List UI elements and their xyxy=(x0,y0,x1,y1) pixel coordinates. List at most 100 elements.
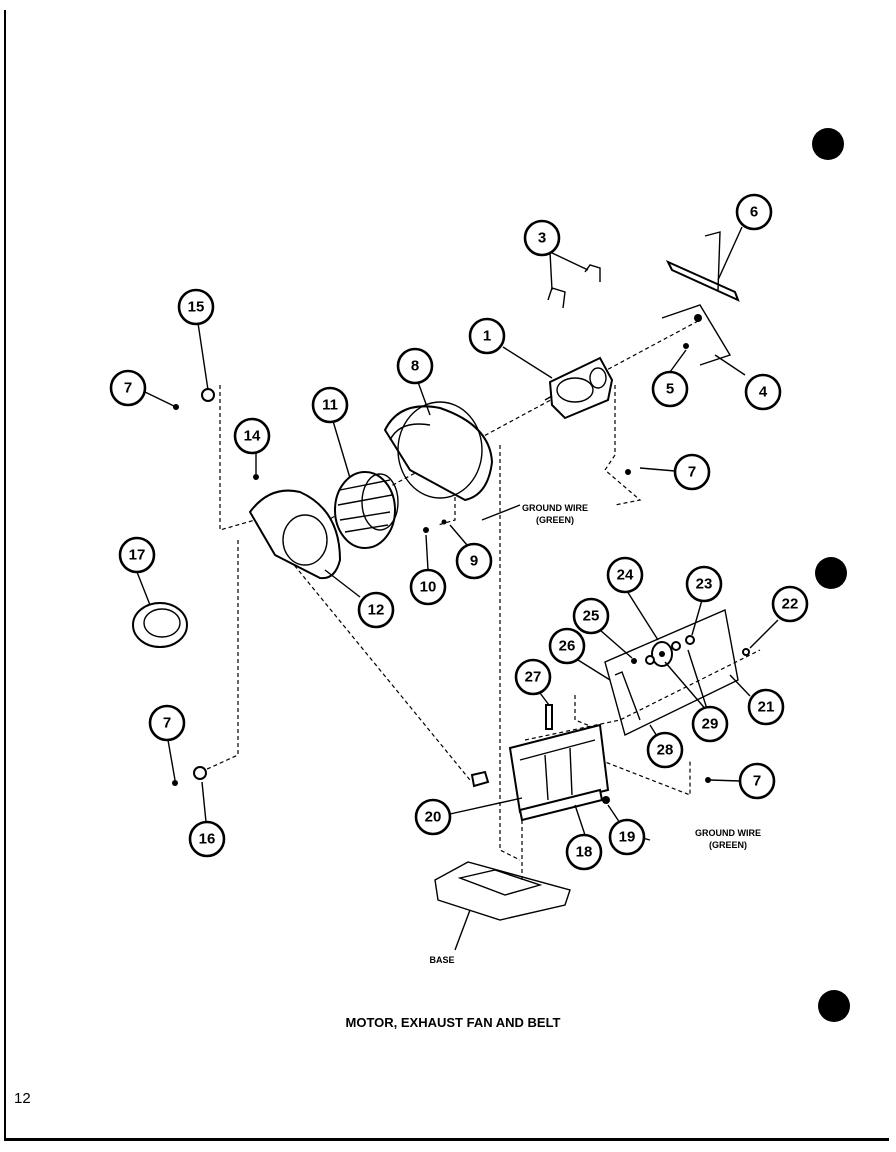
callout-16-label: 16 xyxy=(199,831,216,848)
callout-26: 26 xyxy=(548,627,586,665)
callout-15-label: 15 xyxy=(188,299,205,316)
callout-14-label: 14 xyxy=(244,428,261,445)
clip-left xyxy=(547,287,566,309)
binder-hole-bottom xyxy=(818,990,850,1022)
callout-5-label: 5 xyxy=(666,381,674,398)
callout-7-c-label: 7 xyxy=(163,715,171,732)
callout-21: 21 xyxy=(747,688,785,726)
callout-19-label: 19 xyxy=(619,829,636,846)
motor-bracket xyxy=(508,723,610,822)
fan-cover xyxy=(248,489,342,580)
tab-16 xyxy=(193,766,207,780)
callout-23-label: 23 xyxy=(696,576,713,593)
callout-17: 17 xyxy=(118,536,156,574)
callout-21-label: 21 xyxy=(758,699,775,716)
callout-20: 20 xyxy=(414,798,452,836)
leader-lines xyxy=(136,226,779,951)
bottom-edge xyxy=(4,1138,889,1141)
callout-11: 11 xyxy=(311,386,349,424)
seal-ring xyxy=(132,602,188,648)
callout-5: 5 xyxy=(651,370,689,408)
callout-6: 6 xyxy=(735,193,773,231)
callout-12: 12 xyxy=(357,591,395,629)
callout-29: 29 xyxy=(691,705,729,743)
base-label: BASE xyxy=(429,955,454,965)
callout-18: 18 xyxy=(565,833,603,871)
callout-6-label: 6 xyxy=(750,204,758,221)
motor xyxy=(544,356,614,420)
callout-14: 14 xyxy=(233,417,271,455)
blower-wheel xyxy=(334,471,399,549)
fan-housing xyxy=(383,401,494,502)
page-number: 12 xyxy=(14,1090,31,1107)
screw-25 xyxy=(631,658,637,664)
screw-7-c xyxy=(625,469,631,475)
callout-8-label: 8 xyxy=(411,358,419,375)
callout-11-label: 11 xyxy=(322,397,338,414)
diagram-title: MOTOR, EXHAUST FAN AND BELT xyxy=(346,1015,561,1030)
base xyxy=(434,861,571,921)
callout-1: 1 xyxy=(468,317,506,355)
spring-27 xyxy=(545,704,553,730)
screw-10 xyxy=(423,527,429,533)
cover-tab xyxy=(470,770,490,788)
callout-7-c: 7 xyxy=(148,704,186,742)
callout-23: 23 xyxy=(685,565,723,603)
callout-12-label: 12 xyxy=(368,602,385,619)
binder-hole-top xyxy=(812,128,844,160)
fan-to-bracket-axis xyxy=(289,559,471,781)
callout-28: 28 xyxy=(646,731,684,769)
cover-axis-15 xyxy=(219,385,256,531)
clip-right xyxy=(584,264,601,282)
callout-28-label: 28 xyxy=(657,742,674,759)
callout-4-label: 4 xyxy=(759,384,768,401)
callout-18-label: 18 xyxy=(576,844,593,861)
callout-7-a-label: 7 xyxy=(124,380,132,397)
callout-10: 10 xyxy=(409,568,447,606)
pulley-bracket xyxy=(661,304,732,366)
ground-wire-label-1-line2: (GREEN) xyxy=(536,515,574,525)
callout-10-label: 10 xyxy=(420,579,437,596)
callout-7-b: 7 xyxy=(673,453,711,491)
cover-axis-16 xyxy=(204,540,239,771)
pulley-nut xyxy=(694,314,702,322)
ground-wire-2-path xyxy=(599,759,691,796)
callout-9-label: 9 xyxy=(470,553,478,570)
callout-16: 16 xyxy=(188,820,226,858)
callout-22: 22 xyxy=(771,585,809,623)
binder-hole-middle xyxy=(815,557,847,589)
callout-25-label: 25 xyxy=(583,608,600,625)
screw-7-b xyxy=(172,780,178,786)
nut-19 xyxy=(602,796,610,804)
callout-22-label: 22 xyxy=(782,596,799,613)
ground-wire-label-2-line1: GROUND WIRE xyxy=(695,828,761,838)
callout-26-label: 26 xyxy=(559,638,576,655)
screw-5 xyxy=(683,343,689,349)
fan-drop-axis xyxy=(499,445,521,861)
screw-7-d xyxy=(705,777,711,783)
callout-25: 25 xyxy=(572,597,610,635)
belt-loop xyxy=(704,231,721,291)
idler-pulley xyxy=(645,641,681,667)
callout-3: 3 xyxy=(523,219,561,257)
callout-24-label: 24 xyxy=(617,567,634,584)
callout-7-d-label: 7 xyxy=(753,773,761,790)
callout-3-label: 3 xyxy=(538,230,546,247)
callout-19: 19 xyxy=(608,818,646,856)
callout-7-b-label: 7 xyxy=(688,464,696,481)
callout-29-label: 29 xyxy=(702,716,719,733)
screw-22 xyxy=(742,648,750,656)
callout-1-label: 1 xyxy=(483,328,491,345)
callout-7-a: 7 xyxy=(109,369,147,407)
ground-wire-label-2-line2: (GREEN) xyxy=(709,840,747,850)
belt xyxy=(665,259,740,302)
callout-4: 4 xyxy=(744,373,782,411)
washer-23 xyxy=(685,635,695,645)
ground-wire-1-path xyxy=(604,385,642,506)
callout-24: 24 xyxy=(606,556,644,594)
ground-wire-label-1-line1: GROUND WIRE xyxy=(522,503,588,513)
callout-27: 27 xyxy=(514,658,552,696)
callout-8: 8 xyxy=(396,347,434,385)
callout-15: 15 xyxy=(177,288,215,326)
